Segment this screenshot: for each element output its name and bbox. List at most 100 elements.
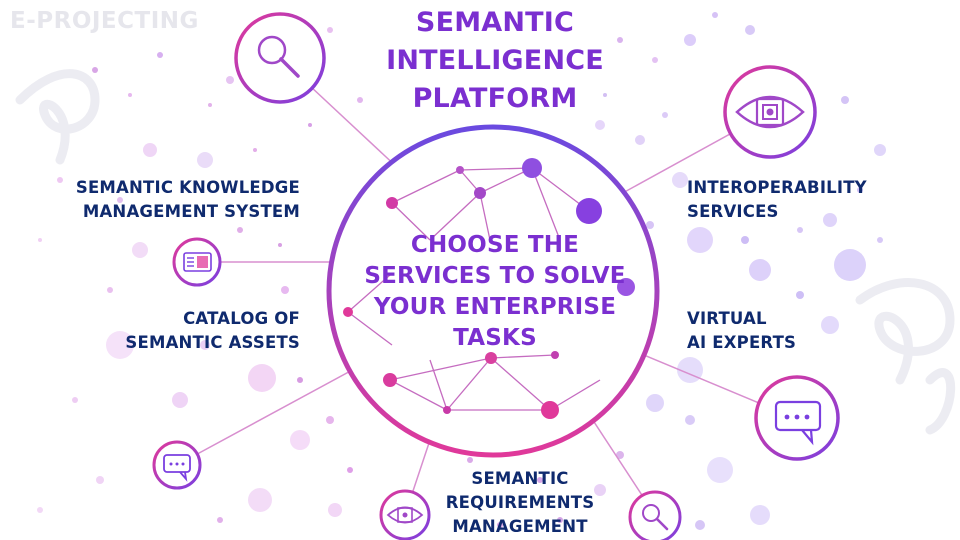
service-label-line: CATALOG OF	[183, 309, 300, 328]
background-dot	[326, 416, 334, 424]
network-node	[443, 406, 451, 414]
background-dot	[200, 340, 210, 350]
document-icon	[172, 237, 222, 287]
background-dot	[92, 67, 98, 73]
service-label-line: SEMANTIC KNOWLEDGE	[75, 178, 300, 197]
background-dot	[357, 97, 363, 103]
background-dot	[877, 237, 883, 243]
background-dot	[117, 197, 123, 203]
background-dot	[208, 103, 212, 107]
background-dot	[248, 364, 276, 392]
background-dot	[128, 93, 132, 97]
watermark-swirl	[15, 69, 956, 435]
service-label-line: VIRTUAL	[687, 309, 767, 328]
background-dot	[281, 286, 289, 294]
background-dot	[217, 517, 223, 523]
service-label-line: REQUIREMENTS	[445, 493, 595, 512]
central-ring	[326, 124, 660, 458]
service-label-line: SEMANTIC	[471, 469, 569, 488]
background-dot	[834, 249, 866, 281]
network-graph	[347, 167, 601, 411]
background-dot	[707, 457, 733, 483]
background-dot	[745, 25, 755, 35]
background-dot	[672, 172, 688, 188]
background-dot	[712, 12, 718, 18]
background-dot	[497, 522, 503, 528]
network-nodes	[343, 158, 635, 419]
background-dot	[96, 476, 104, 484]
background-dot	[750, 505, 770, 525]
background-dot	[467, 457, 473, 463]
background-dot	[857, 187, 863, 193]
background-dot	[157, 52, 163, 58]
service-label-line: AI EXPERTS	[687, 333, 797, 352]
background-dot	[594, 484, 606, 496]
network-node	[551, 351, 559, 359]
chat-icon	[152, 440, 202, 490]
background-dot	[685, 415, 695, 425]
title-line: INTELLIGENCE	[386, 45, 604, 76]
service-label-line: MANAGEMENT SYSTEM	[82, 202, 300, 221]
title-line: SEMANTIC	[415, 7, 575, 38]
magnifier-icon	[628, 490, 682, 540]
eye-icon	[723, 65, 817, 159]
service-label-interoperability: INTEROPERABILITY SERVICES	[687, 176, 907, 224]
background-dot	[797, 227, 803, 233]
background-dot	[603, 93, 607, 97]
network-node	[617, 278, 635, 296]
background-dot	[172, 392, 188, 408]
service-label-line: INTEROPERABILITY	[687, 178, 867, 197]
background-dot	[796, 291, 804, 299]
background-dot	[874, 144, 886, 156]
background-dot	[72, 397, 78, 403]
background-dot	[741, 236, 749, 244]
network-node	[343, 307, 353, 317]
magnifier-icon	[234, 12, 326, 104]
background-dot	[197, 152, 213, 168]
eye-icon	[379, 489, 431, 540]
background-dot	[823, 213, 837, 227]
service-label-knowledge-management: SEMANTIC KNOWLEDGE MANAGEMENT SYSTEM	[40, 176, 300, 224]
background-dot	[652, 57, 658, 63]
background-dot	[646, 394, 664, 412]
network-node	[576, 198, 602, 224]
background-dot	[617, 37, 623, 43]
background-dot	[662, 112, 668, 118]
background-dot	[595, 120, 605, 130]
service-label-line: MANAGEMENT	[452, 517, 588, 536]
background-dot	[37, 507, 43, 513]
background-dot	[635, 135, 645, 145]
background-dot	[684, 34, 696, 46]
center-line: TASKS	[453, 325, 537, 351]
background-dot	[841, 96, 849, 104]
background-dot	[328, 503, 342, 517]
background-dot	[107, 287, 113, 293]
page-title: SEMANTIC INTELLIGENCE PLATFORM	[300, 4, 690, 118]
service-label-catalog: CATALOG OF SEMANTIC ASSETS	[40, 307, 300, 355]
background-dot	[248, 488, 272, 512]
center-line: CHOOSE THE	[410, 232, 580, 258]
background-dot	[821, 316, 839, 334]
network-node	[541, 401, 559, 419]
background-dot	[278, 243, 282, 247]
service-label-virtual-experts: VIRTUAL AI EXPERTS	[687, 307, 907, 355]
network-node	[383, 373, 397, 387]
background-dot	[237, 227, 243, 233]
background-dot	[38, 238, 42, 242]
service-label-line: SEMANTIC ASSETS	[125, 333, 300, 352]
service-label-requirements: SEMANTIC REQUIREMENTS MANAGEMENT	[425, 467, 615, 539]
background-dot	[143, 143, 157, 157]
center-line: SERVICES TO SOLVE	[364, 263, 626, 289]
center-message: CHOOSE THE SERVICES TO SOLVE YOUR ENTERP…	[355, 230, 635, 354]
background-dots	[37, 12, 886, 530]
background-dot	[749, 259, 771, 281]
title-line: PLATFORM	[412, 83, 578, 114]
background-dot	[226, 76, 234, 84]
service-label-line: SERVICES	[687, 202, 779, 221]
background-dot	[106, 331, 134, 359]
background-dot	[687, 227, 713, 253]
background-dot	[132, 242, 148, 258]
background-dot	[253, 148, 257, 152]
network-node	[474, 187, 486, 199]
